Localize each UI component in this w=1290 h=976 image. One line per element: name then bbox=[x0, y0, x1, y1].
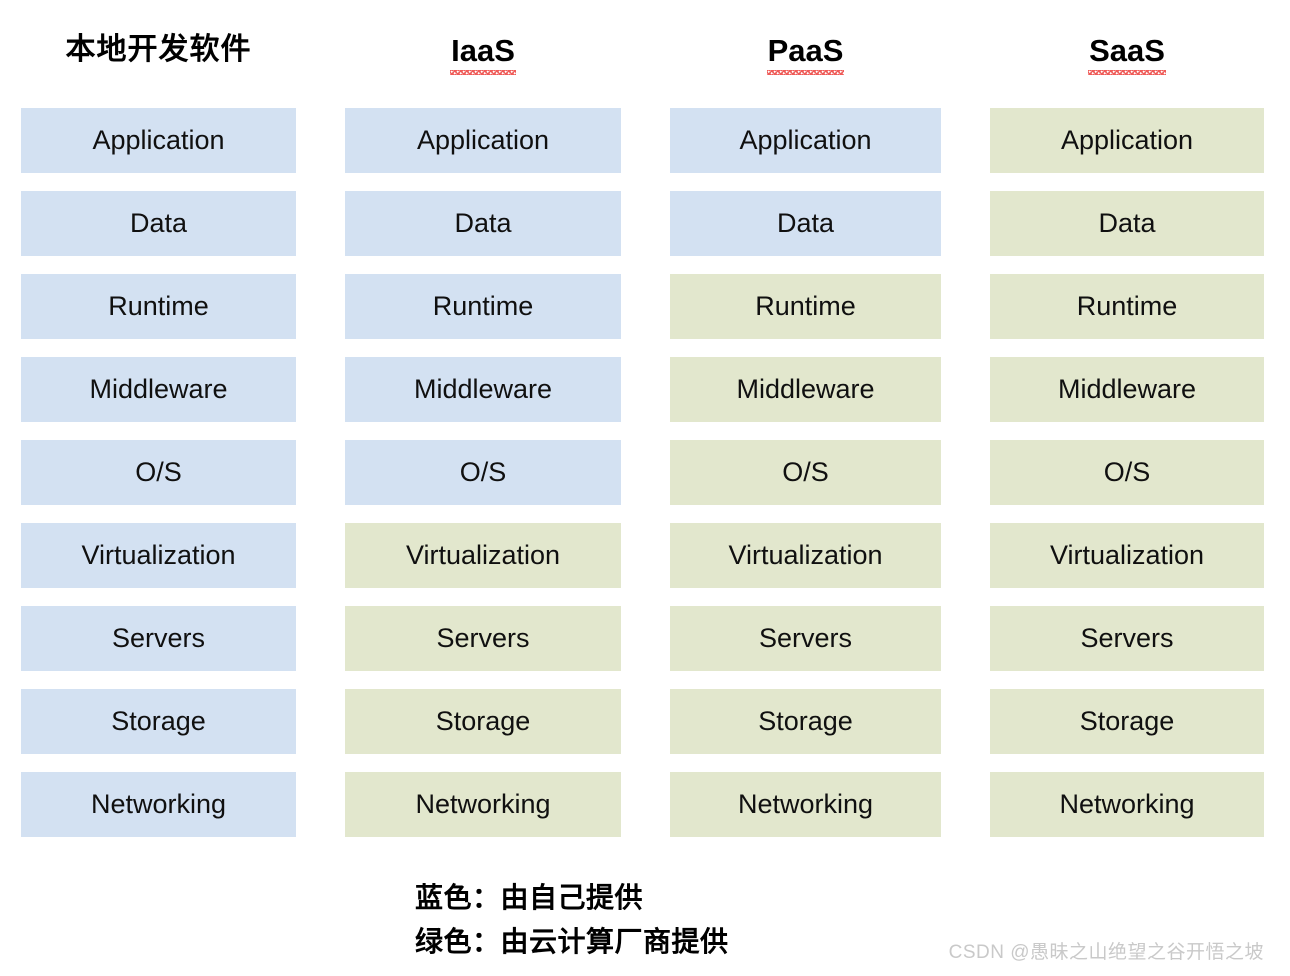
layer-box[interactable]: O/S bbox=[670, 440, 941, 505]
layer-box[interactable]: Runtime bbox=[990, 274, 1264, 339]
layer-label: Networking bbox=[415, 789, 551, 819]
layer-box[interactable]: Middleware bbox=[670, 357, 941, 422]
layer-box[interactable]: Application bbox=[670, 108, 941, 173]
layer-box[interactable]: Networking bbox=[21, 772, 296, 837]
layer-box[interactable]: Runtime bbox=[21, 274, 296, 339]
layer-box[interactable]: Data bbox=[21, 191, 296, 256]
layer-label: Application bbox=[739, 125, 872, 155]
layer-label: Data bbox=[129, 208, 188, 238]
layer-label: O/S bbox=[782, 457, 829, 487]
layer-box[interactable]: Virtualization bbox=[990, 523, 1264, 588]
layer-box[interactable]: Servers bbox=[670, 606, 941, 671]
column-header-3: PaaS bbox=[670, 0, 941, 100]
layer-label: Application bbox=[1060, 125, 1194, 155]
layer-label: Storage bbox=[435, 706, 531, 736]
layer-box[interactable]: Data bbox=[345, 191, 621, 256]
layer-label: Data bbox=[776, 208, 835, 238]
layer-box[interactable]: O/S bbox=[345, 440, 621, 505]
layer-box[interactable]: Storage bbox=[990, 689, 1264, 754]
layer-box[interactable]: Data bbox=[670, 191, 941, 256]
layer-label: Virtualization bbox=[81, 540, 236, 570]
layer-box[interactable]: Storage bbox=[345, 689, 621, 754]
layer-label: Runtime bbox=[1076, 291, 1178, 321]
layer-box[interactable]: Networking bbox=[670, 772, 941, 837]
layer-label: Application bbox=[416, 125, 550, 155]
layer-label: Storage bbox=[758, 706, 853, 736]
layer-label: Middleware bbox=[89, 374, 228, 404]
layer-box[interactable]: Runtime bbox=[345, 274, 621, 339]
column-headers: 本地开发软件 IaaS PaaS SaaS bbox=[0, 0, 1290, 100]
layer-box[interactable]: Middleware bbox=[345, 357, 621, 422]
layer-label: Networking bbox=[1059, 789, 1195, 819]
layer-label: Middleware bbox=[1057, 374, 1197, 404]
layer-label: Application bbox=[92, 125, 225, 155]
column-header-4: SaaS bbox=[990, 0, 1264, 100]
legend-line-green: 绿色：由云计算厂商提供 bbox=[415, 926, 729, 957]
layer-box[interactable]: Networking bbox=[990, 772, 1264, 837]
column-header-2: IaaS bbox=[345, 0, 621, 100]
layer-box[interactable]: O/S bbox=[990, 440, 1264, 505]
layer-label: Data bbox=[454, 208, 512, 238]
layer-box[interactable]: Virtualization bbox=[21, 523, 296, 588]
layer-label: Virtualization bbox=[405, 540, 561, 570]
layer-box[interactable]: Application bbox=[21, 108, 296, 173]
layer-box[interactable]: Virtualization bbox=[670, 523, 941, 588]
layer-box[interactable]: Storage bbox=[21, 689, 296, 754]
layer-label: Networking bbox=[737, 789, 874, 819]
layer-box[interactable]: Application bbox=[345, 108, 621, 173]
layer-box[interactable]: Virtualization bbox=[345, 523, 621, 588]
column-header-label: PaaS bbox=[766, 32, 845, 75]
layer-label: O/S bbox=[1103, 457, 1151, 487]
layer-box[interactable]: Servers bbox=[990, 606, 1264, 671]
column-header-label: 本地开发软件 bbox=[65, 33, 252, 66]
layer-label: Storage bbox=[1079, 706, 1175, 736]
layer-label: Servers bbox=[758, 623, 853, 653]
column-header-1: 本地开发软件 bbox=[21, 0, 296, 100]
legend: 蓝色：由自己提供 绿色：由云计算厂商提供 bbox=[415, 876, 1055, 964]
legend-line-blue: 蓝色：由自己提供 bbox=[415, 882, 644, 913]
layer-label: Servers bbox=[436, 623, 530, 653]
layer-label: Middleware bbox=[736, 374, 875, 404]
layer-label: Networking bbox=[90, 789, 227, 819]
layer-box[interactable]: Storage bbox=[670, 689, 941, 754]
layer-box[interactable]: Servers bbox=[345, 606, 621, 671]
layer-label: Virtualization bbox=[728, 540, 883, 570]
layer-box[interactable]: Middleware bbox=[990, 357, 1264, 422]
layer-label: Virtualization bbox=[1049, 540, 1205, 570]
layer-label: O/S bbox=[459, 457, 507, 487]
layer-box[interactable]: Networking bbox=[345, 772, 621, 837]
layer-label: Runtime bbox=[755, 291, 856, 321]
layer-box[interactable]: Servers bbox=[21, 606, 296, 671]
layer-label: Servers bbox=[111, 623, 206, 653]
layer-label: Middleware bbox=[413, 374, 553, 404]
column-header-label: SaaS bbox=[1088, 32, 1166, 75]
csdn-watermark: CSDN @愚昧之山绝望之谷开悟之坡 bbox=[948, 942, 1264, 963]
layer-label: Runtime bbox=[432, 291, 534, 321]
layer-box[interactable]: Application bbox=[990, 108, 1264, 173]
layer-box[interactable]: O/S bbox=[21, 440, 296, 505]
layer-label: Servers bbox=[1080, 623, 1174, 653]
layer-label: Storage bbox=[111, 706, 206, 736]
layer-label: Data bbox=[1098, 208, 1156, 238]
layer-label: Runtime bbox=[108, 291, 209, 321]
layer-box[interactable]: Runtime bbox=[670, 274, 941, 339]
layer-box[interactable]: Middleware bbox=[21, 357, 296, 422]
layer-label: O/S bbox=[135, 457, 182, 487]
layer-box[interactable]: Data bbox=[990, 191, 1264, 256]
column-header-label: IaaS bbox=[450, 32, 516, 75]
